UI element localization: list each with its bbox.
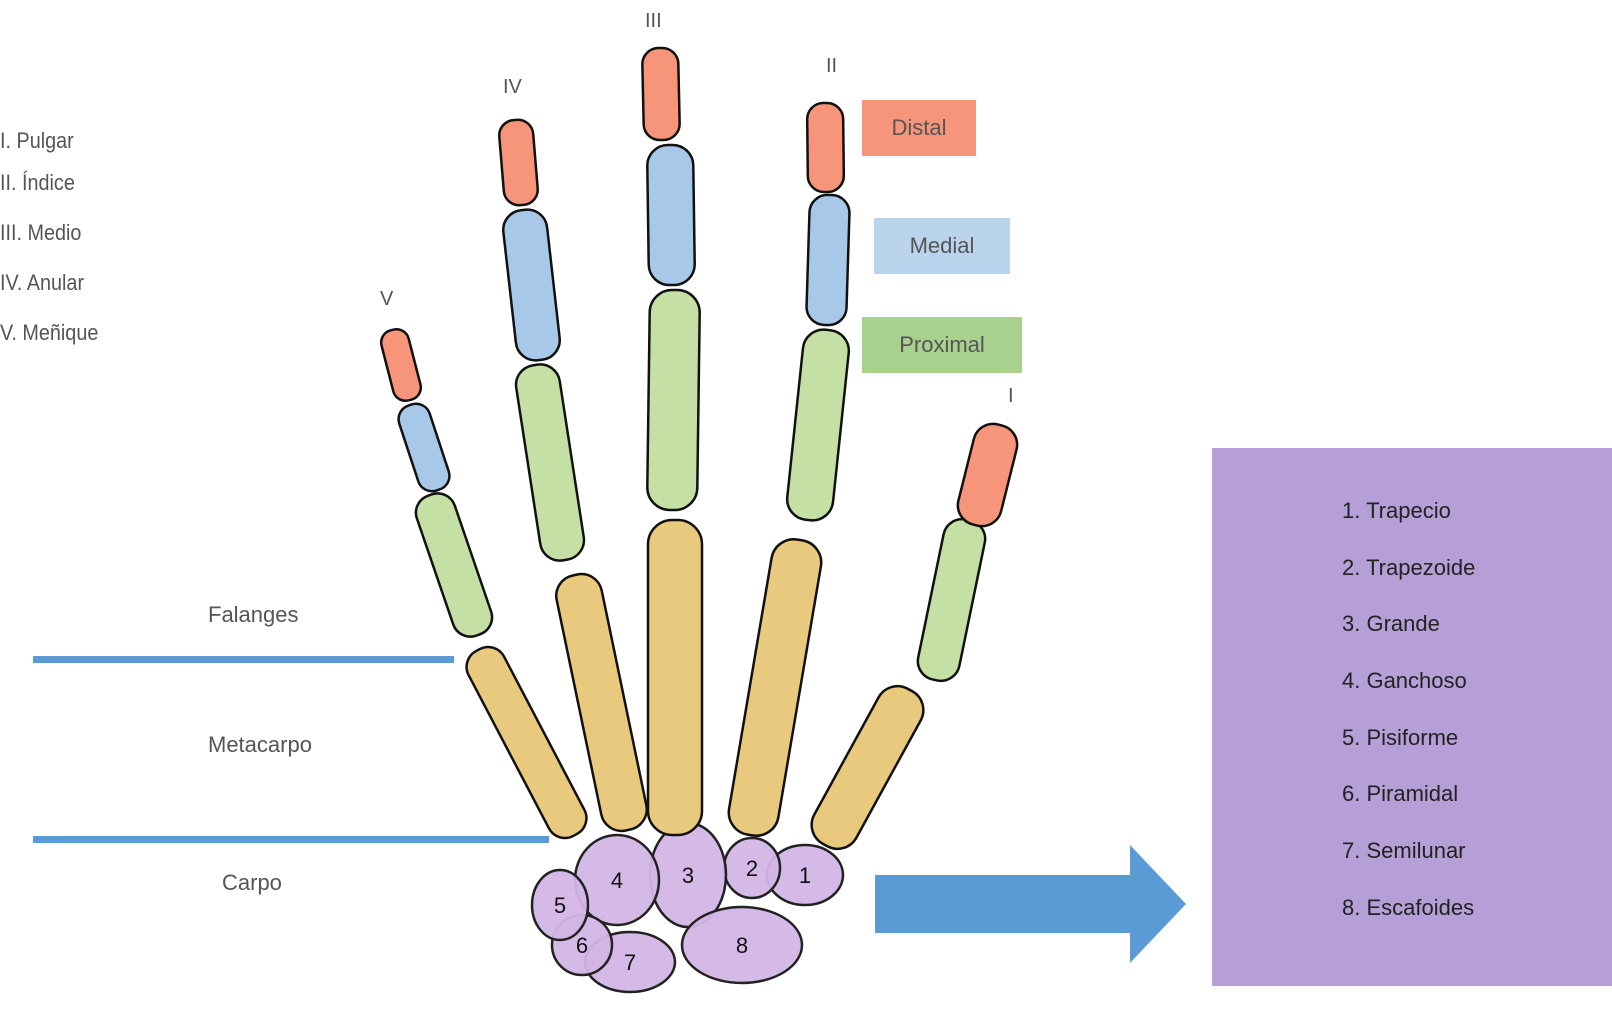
metacarpal-I (810, 684, 925, 851)
proximal-II (785, 328, 851, 522)
metacarpal-III (646, 518, 704, 837)
legend-index: II. Índice (0, 170, 75, 195)
carpal-item-6: 6. Piramidal (1342, 781, 1459, 806)
carpal-number-8: 8 (736, 933, 748, 958)
carpal-item-4: 4. Ganchoso (1342, 668, 1467, 693)
proximal-I (916, 517, 987, 683)
metacarpal-IV (555, 572, 648, 833)
tag-distal: Distal (862, 100, 976, 156)
carpal-number-6: 6 (576, 933, 588, 958)
numeral-V: V (380, 288, 394, 310)
carpal-item-8: 8. Escafoides (1342, 895, 1475, 920)
carpal-5-pisiforme (530, 868, 590, 942)
medial-II (805, 193, 851, 327)
metacarpal-II (727, 538, 823, 837)
proximal-V (414, 492, 494, 638)
numeral-III: III (645, 10, 662, 32)
label-metacarpus: Metacarpo (208, 732, 312, 757)
label-phalanges: Falanges (208, 602, 299, 627)
numeral-I: I (1008, 385, 1014, 407)
distal-V (379, 328, 423, 402)
distal-II (805, 101, 846, 194)
divider-metacarpus-carpus (33, 836, 549, 843)
tag-proximal: Proximal (862, 317, 1022, 373)
distal-IV (498, 118, 539, 207)
legend-middle: III. Medio (0, 220, 82, 245)
tag-medial: Medial (874, 218, 1010, 274)
metacarpal-V (465, 645, 588, 840)
carpal-item-7: 7. Semilunar (1342, 838, 1466, 863)
carpal-item-3: 3. Grande (1342, 611, 1440, 636)
distal-I (956, 422, 1019, 528)
carpal-item-2: 2. Trapezoide (1342, 555, 1476, 580)
proximal-III (646, 288, 701, 512)
medial-III (646, 143, 696, 287)
carpal-number-2: 2 (746, 856, 758, 881)
carpal-item-1: 1. Trapecio (1342, 498, 1451, 523)
legend-ring: IV. Anular (0, 270, 85, 295)
proximal-IV (514, 363, 586, 562)
distal-III (641, 46, 681, 142)
numeral-IV: IV (503, 76, 522, 98)
label-carpus: Carpo (222, 870, 282, 895)
carpal-8-escafoides (680, 905, 804, 985)
medial-IV (501, 208, 562, 362)
carpal-number-3: 3 (682, 863, 694, 888)
carpal-number-4: 4 (611, 868, 623, 893)
legend-thumb: I. Pulgar (0, 128, 74, 153)
carpal-number-7: 7 (624, 950, 636, 975)
carpal-number-5: 5 (554, 893, 566, 918)
carpal-number-1: 1 (799, 863, 811, 888)
medial-V (397, 402, 451, 493)
divider-phalanges-metacarpus (33, 656, 454, 663)
numeral-II: II (826, 55, 838, 77)
carpal-item-5: 5. Pisiforme (1342, 725, 1459, 750)
legend-little: V. Meñique (0, 320, 99, 345)
carpal-bones-list: 1. Trapecio 2. Trapezoide 3. Grande 4. G… (1212, 448, 1612, 986)
